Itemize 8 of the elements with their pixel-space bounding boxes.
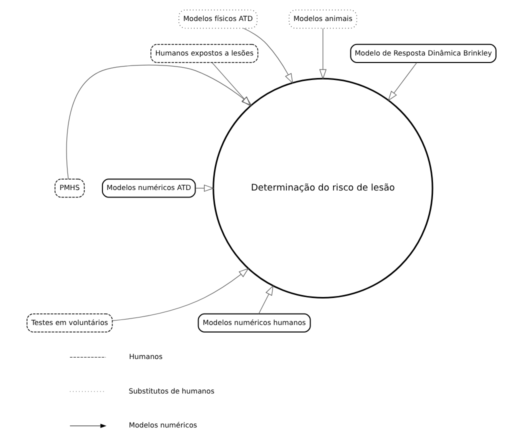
- arrow: [258, 285, 274, 314]
- arrow: [112, 268, 249, 321]
- node-circle: Determinação do risco de lesão: [212, 78, 434, 299]
- arrow: [66, 64, 252, 180]
- arrow: [319, 28, 327, 80]
- arrow: [212, 62, 251, 107]
- arrow: [243, 28, 294, 84]
- arrow: [388, 62, 418, 102]
